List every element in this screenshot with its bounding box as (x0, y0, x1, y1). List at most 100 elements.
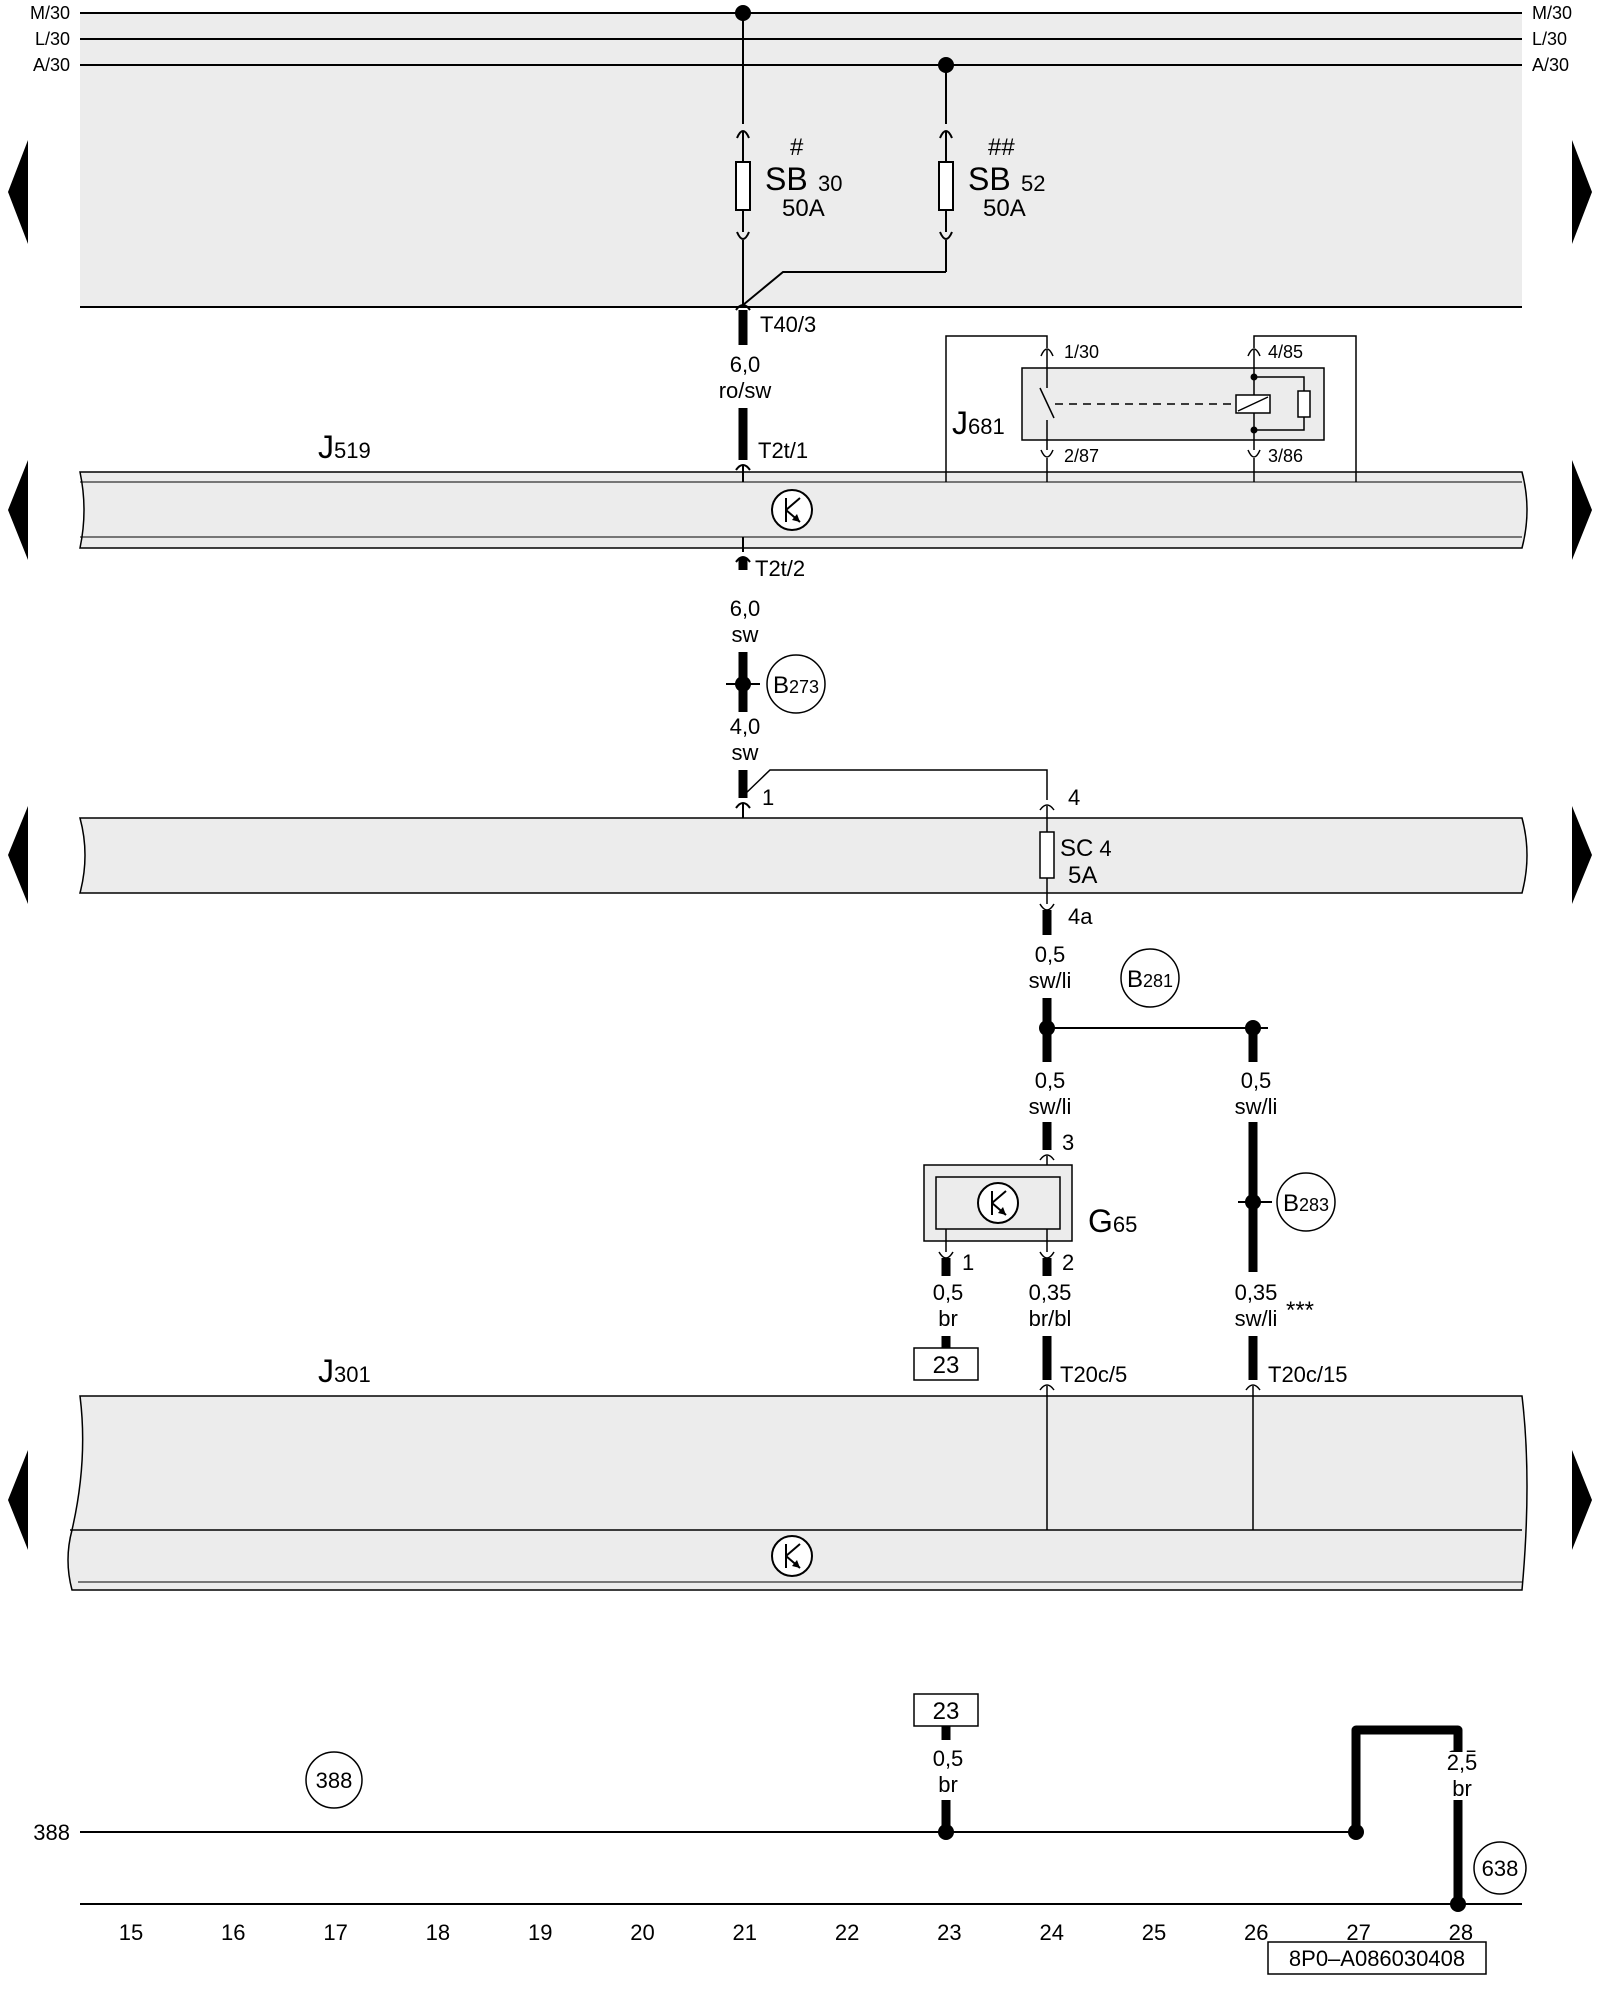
wire-size-w6: 0,5 (1241, 1068, 1272, 1093)
busbar-label-l30-left: L/30 (35, 29, 70, 49)
j301-panel (67, 1395, 1528, 1591)
track-number: 18 (426, 1920, 450, 1945)
track-number: 20 (630, 1920, 654, 1945)
wire-size-w5: 0,5 (1035, 1068, 1066, 1093)
fuse-sc4 (1039, 831, 1055, 879)
diagram-code: 8P0–A086030408 (1289, 1946, 1465, 1971)
fuse-sb30-number: 30 (818, 171, 842, 196)
prev-page-arrow[interactable] (8, 460, 28, 560)
busbar-label-a30-right: A/30 (1532, 55, 1569, 75)
fuse-box-panel (80, 12, 1522, 307)
connector-t2t-2: T2t/2 (755, 556, 805, 581)
connector-pin-1: 1 (762, 785, 774, 810)
g65-pin2: 2 (1062, 1250, 1074, 1275)
ref-23-top: 23 (933, 1352, 960, 1379)
track-number: 27 (1346, 1920, 1370, 1945)
relay-pin-4-85: 4/85 (1268, 342, 1303, 362)
wire-size-w3: 4,0 (730, 714, 761, 739)
fuse-sb52-number: 52 (1021, 171, 1045, 196)
track-number: 15 (119, 1920, 143, 1945)
wire-color-w8: br/bl (1029, 1306, 1072, 1331)
prev-page-arrow[interactable] (8, 1450, 28, 1550)
ground-line-label: 388 (33, 1820, 70, 1845)
wire-size-w7: 0,5 (933, 1280, 964, 1305)
relay-pin-1-30: 1/30 (1064, 342, 1099, 362)
fuse-sb52-name: SB (968, 161, 1011, 197)
wire-color-w7: br (938, 1306, 958, 1331)
ref-box-23-bottom (913, 1693, 979, 1727)
ref-box-23-top (913, 1347, 979, 1381)
wire-note-w9: *** (1286, 1297, 1314, 1324)
wire-color-w2: sw (732, 622, 759, 647)
relay-pin-3-86: 3/86 (1268, 446, 1303, 466)
busbar-label-m30-right: M/30 (1532, 3, 1572, 23)
next-page-arrow[interactable] (1572, 806, 1592, 904)
connector-t40-3: T40/3 (760, 312, 816, 337)
j681-label: J681 (952, 405, 1005, 441)
wire-size-w9: 0,35 (1235, 1280, 1278, 1305)
splice-b273 (766, 654, 826, 714)
wire-color-w1: ro/sw (719, 378, 772, 403)
fuse-sc4-pin-in: 4 (1068, 785, 1080, 810)
splice-b283 (1276, 1172, 1336, 1232)
g65-pin3: 3 (1062, 1130, 1074, 1155)
splice-b281 (1120, 948, 1180, 1008)
wire-size-w11-fg: 2,5 (1447, 1750, 1478, 1775)
connector-t20c-15: T20c/15 (1268, 1362, 1348, 1387)
splice-b273-label: B273 (773, 672, 819, 699)
wire-size-w8: 0,35 (1029, 1280, 1072, 1305)
wire-color-w3: sw (732, 740, 759, 765)
next-page-arrow[interactable] (1572, 140, 1592, 244)
ground-388-label: 388 (316, 1768, 353, 1793)
next-page-arrow[interactable] (1572, 1450, 1592, 1550)
fuse-sb52 (938, 161, 954, 211)
connector-t20c-5: T20c/5 (1060, 1362, 1127, 1387)
track-number: 23 (937, 1920, 961, 1945)
wire-color-w9: sw/li (1235, 1306, 1278, 1331)
prev-page-arrow[interactable] (8, 140, 28, 244)
relay-pin-2-87: 2/87 (1064, 446, 1099, 466)
splice-b281-label: B281 (1127, 966, 1173, 993)
relay-resistor (1297, 390, 1311, 418)
track-number: 16 (221, 1920, 245, 1945)
ground-638-label: 638 (1482, 1856, 1519, 1881)
busbar-label-m30-left: M/30 (30, 3, 70, 23)
track-number: 21 (733, 1920, 757, 1945)
prev-page-arrow[interactable] (8, 806, 28, 904)
fuse-sb30 (735, 161, 751, 211)
track-number: 24 (1039, 1920, 1063, 1945)
ref-23-bottom: 23 (933, 1698, 960, 1725)
track-number: 26 (1244, 1920, 1268, 1945)
ground-point-638 (1473, 1841, 1527, 1895)
fuse-sc4-pin-out: 4a (1068, 904, 1093, 929)
wire-color-w4: sw/li (1029, 968, 1072, 993)
j519-label: J519 (318, 429, 371, 465)
control-unit-icon (977, 1182, 1019, 1224)
busbar-label-a30-left: A/30 (33, 55, 70, 75)
wire-size-w1: 6,0 (730, 352, 761, 377)
control-unit-icon (771, 1535, 813, 1577)
fuse-sc4-rating: 5A (1068, 862, 1097, 889)
fuse-sb30-name: SB (765, 161, 808, 197)
track-number: 17 (323, 1920, 347, 1945)
fuse-sb52-mark: ## (988, 134, 1015, 161)
splice-b283-label: B283 (1283, 1190, 1329, 1217)
fuse-sb30-rating: 50A (782, 195, 825, 222)
g65-pin1: 1 (962, 1250, 974, 1275)
track-number: 19 (528, 1920, 552, 1945)
fuse-sb30-mark: # (790, 134, 804, 161)
connector-t2t-1: T2t/1 (758, 438, 808, 463)
control-unit-icon (771, 489, 813, 531)
track-number: 25 (1142, 1920, 1166, 1945)
wire-size-w10: 0,5 (933, 1746, 964, 1771)
next-page-arrow[interactable] (1572, 460, 1592, 560)
wire-color-w10: br (938, 1772, 958, 1797)
ground-point-388 (305, 1751, 363, 1809)
track-number: 28 (1449, 1920, 1473, 1945)
g65-label: G65 (1088, 1203, 1137, 1239)
fuse-sb52-rating: 50A (983, 195, 1026, 222)
wire-color-w11-fg: br (1452, 1776, 1472, 1801)
